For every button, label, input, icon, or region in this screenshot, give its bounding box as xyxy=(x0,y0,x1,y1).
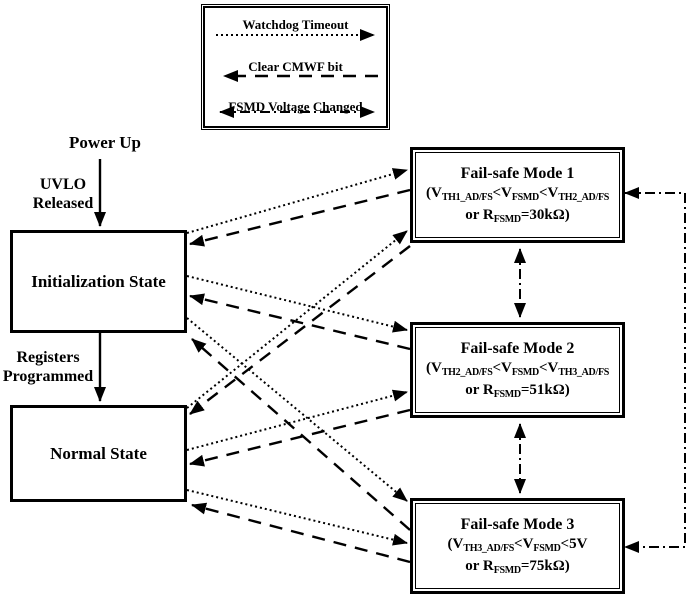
uvlo-released-label: UVLO Released xyxy=(25,176,101,214)
formula-subscript: FSMD xyxy=(493,213,521,225)
uvlo-released-line1: UVLO xyxy=(39,176,87,193)
formula-text: or R xyxy=(465,206,494,223)
normal-state-box: Normal State xyxy=(10,405,187,502)
initialization-state-label: Initialization State xyxy=(31,271,166,291)
formula-text: <V xyxy=(492,185,512,202)
edge-normal-to-mode2-watchdog xyxy=(186,389,408,451)
fail-safe-mode-1-box: Fail-safe Mode 1 (VTH1_AD/FS<VFSMD<VTH2_… xyxy=(410,147,625,243)
formula-subscript: FSMD xyxy=(533,543,561,555)
formula-subscript: TH2_AD/FS xyxy=(558,192,610,204)
formula-text: <V xyxy=(538,360,559,377)
edge-mode3-to-normal-clear-cmwf xyxy=(191,502,411,564)
edge-mode1-mode3-fsmd xyxy=(624,187,686,553)
edge-mode2-to-normal-clear-cmwf xyxy=(189,408,411,467)
formula-text: (V xyxy=(425,360,442,377)
fail-safe-mode-3-box: Fail-safe Mode 3 (VTH3_AD/FS<VFSMD<5V or… xyxy=(410,498,625,594)
legend-label-clear-cmwf-bit: Clear CMWF bit xyxy=(248,59,343,74)
mode3-resistance: or RFSMD=75kΩ) xyxy=(465,556,570,578)
formula-subscript: TH2_AD/FS xyxy=(441,367,493,379)
formula-text: =51kΩ) xyxy=(520,381,570,398)
formula-subscript: FSMD xyxy=(511,192,539,204)
mode2-title: Fail-safe Mode 2 xyxy=(460,339,575,357)
formula-subscript: TH1_AD/FS xyxy=(441,192,493,204)
registers-programmed-line2: Programmed xyxy=(2,367,94,385)
mode2-resistance: or RFSMD=51kΩ) xyxy=(465,380,570,402)
edge-init-to-mode3-watchdog xyxy=(186,317,408,502)
normal-state-label: Normal State xyxy=(50,443,147,463)
initialization-state-box: Initialization State xyxy=(10,230,187,333)
legend-label-watchdog-timeout: Watchdog Timeout xyxy=(242,17,349,32)
edge-init-to-mode1-watchdog xyxy=(186,168,408,234)
formula-text: or R xyxy=(465,381,494,398)
mode3-title: Fail-safe Mode 3 xyxy=(460,515,575,533)
formula-text: (V xyxy=(447,536,464,553)
registers-programmed-line1: Registers xyxy=(16,349,80,366)
fail-safe-mode-2-box: Fail-safe Mode 2 (VTH2_AD/FS<VFSMD<VTH3_… xyxy=(410,322,625,418)
mode3-condition: (VTH3_AD/FS<VFSMD<5V xyxy=(448,534,588,556)
formula-text: <V xyxy=(492,360,512,377)
formula-text: (V xyxy=(425,185,442,202)
mode1-condition: (VTH1_AD/FS<VFSMD<VTH2_AD/FS xyxy=(426,183,609,205)
mode2-condition: (VTH2_AD/FS<VFSMD<VTH3_AD/FS xyxy=(426,358,609,380)
formula-text: <V xyxy=(538,185,559,202)
formula-text: or R xyxy=(465,557,494,574)
formula-subscript: FSMD xyxy=(493,388,521,400)
edge-mode1-to-normal-clear-cmwf xyxy=(189,245,411,415)
legend-label-fsmd-voltage-changed: FSMD Voltage Changed xyxy=(228,99,363,114)
mode1-resistance: or RFSMD=30kΩ) xyxy=(465,205,570,227)
formula-text: <V xyxy=(514,536,534,553)
formula-text: =30kΩ) xyxy=(520,206,570,223)
formula-subscript: TH3_AD/FS xyxy=(558,367,610,379)
edge-mode3-to-init-clear-cmwf xyxy=(191,338,411,531)
formula-subscript: TH3_AD/FS xyxy=(463,543,515,555)
mode1-title: Fail-safe Mode 1 xyxy=(460,164,575,182)
edge-mode2-to-init-clear-cmwf xyxy=(189,293,411,351)
formula-text: <5V xyxy=(560,536,588,553)
power-up-label: Power Up xyxy=(69,133,141,152)
edge-mode1-to-init-clear-cmwf xyxy=(189,188,411,247)
legend: Watchdog Timeout Clear CMWF bit FSMD Vol… xyxy=(201,4,390,130)
formula-text: =75kΩ) xyxy=(520,557,570,574)
uvlo-released-line2: Released xyxy=(32,194,94,212)
registers-programmed-label: Registers Programmed xyxy=(0,349,96,387)
formula-subscript: FSMD xyxy=(511,367,539,379)
edge-normal-to-mode1-watchdog xyxy=(186,230,408,409)
formula-subscript: FSMD xyxy=(493,564,521,576)
